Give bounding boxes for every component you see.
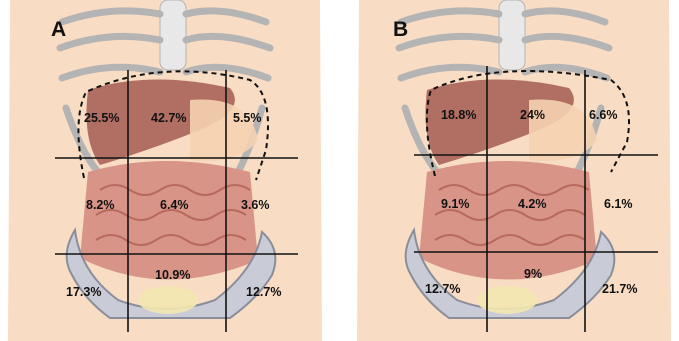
region-right-hypochondriac: 25.5%	[84, 111, 119, 125]
panel-label: A	[51, 18, 66, 42]
region-left-hypochondriac: 6.6%	[589, 108, 618, 122]
region-left-lumbar: 3.6%	[241, 198, 270, 212]
region-right-iliac: 12.7%	[425, 282, 460, 296]
sternum	[160, 0, 186, 70]
region-hypogastric: 9%	[524, 267, 542, 281]
panel-a: A 25.5% 42.7% 5.5% 8.2% 6.4% 3.6% 17.3% …	[0, 0, 330, 341]
region-umbilical: 6.4%	[160, 198, 189, 212]
region-umbilical: 4.2%	[518, 197, 547, 211]
intestines	[80, 161, 258, 280]
region-right-iliac: 17.3%	[66, 285, 101, 299]
region-right-lumbar: 8.2%	[86, 198, 115, 212]
region-right-lumbar: 9.1%	[441, 197, 470, 211]
region-left-hypochondriac: 5.5%	[233, 111, 262, 125]
bladder	[138, 286, 198, 314]
region-hypogastric: 10.9%	[155, 268, 190, 282]
panel-label: B	[393, 18, 408, 42]
sternum	[499, 0, 525, 70]
region-right-hypochondriac: 18.8%	[441, 108, 476, 122]
intestines	[419, 161, 597, 280]
panel-b: B 18.8% 24% 6.6% 9.1% 4.2% 6.1% 12.7% 9%…	[349, 0, 679, 341]
region-epigastric: 24%	[520, 108, 545, 122]
region-epigastric: 42.7%	[151, 111, 186, 125]
region-left-lumbar: 6.1%	[604, 197, 633, 211]
region-left-iliac: 21.7%	[602, 282, 637, 296]
region-left-iliac: 12.7%	[246, 285, 281, 299]
bladder	[477, 286, 537, 314]
